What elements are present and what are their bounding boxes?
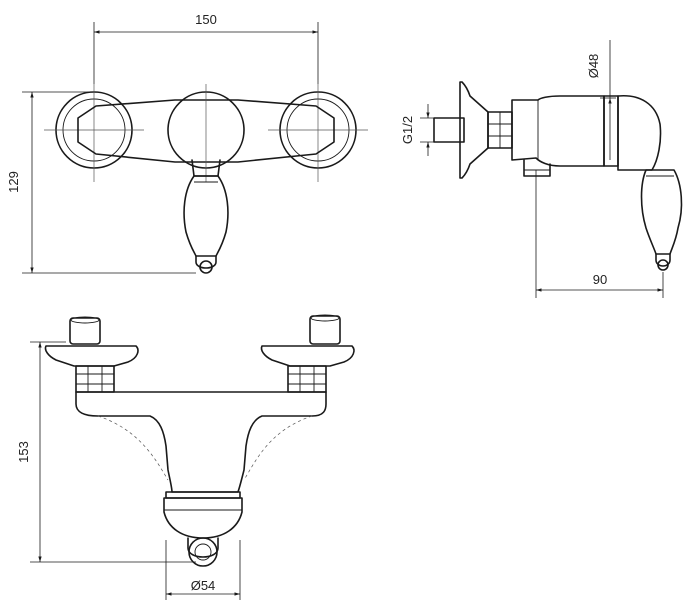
dimension-diameter-label: Ø48 xyxy=(586,54,601,79)
left-inlet-nut xyxy=(75,365,115,393)
lever-knob xyxy=(199,260,213,274)
dimension-depth-label: 90 xyxy=(593,272,607,287)
dimension-thread-label: G1/2 xyxy=(400,116,415,144)
front-view: 150 129 xyxy=(6,12,368,274)
dimension-height-label: 129 xyxy=(6,171,21,193)
right-inlet-nut xyxy=(287,365,327,393)
dimension-width-label: 150 xyxy=(195,12,217,27)
mixer-body xyxy=(77,99,335,163)
dimension-bottom-diameter-label: Ø54 xyxy=(191,578,216,593)
side-outlet xyxy=(523,159,551,177)
bottom-view: 153 Ø54 xyxy=(16,314,355,600)
bottom-lever-knob xyxy=(188,537,218,567)
dimension-overall-height-label: 153 xyxy=(16,441,31,463)
bottom-cartridge xyxy=(163,497,243,539)
side-view: Ø48 G1/2 90 xyxy=(400,40,683,298)
right-inlet-rosette xyxy=(260,345,355,367)
lever-handle xyxy=(183,175,229,257)
left-inlet-top xyxy=(69,317,101,345)
bottom-body xyxy=(75,391,327,493)
rosette-profile xyxy=(459,81,489,179)
side-lever-cap xyxy=(617,95,662,171)
left-inlet-rosette xyxy=(44,345,139,367)
side-lever-handle xyxy=(640,169,683,255)
side-body xyxy=(511,95,605,167)
inlet-pipe xyxy=(433,117,465,143)
right-inlet-top xyxy=(309,315,341,345)
